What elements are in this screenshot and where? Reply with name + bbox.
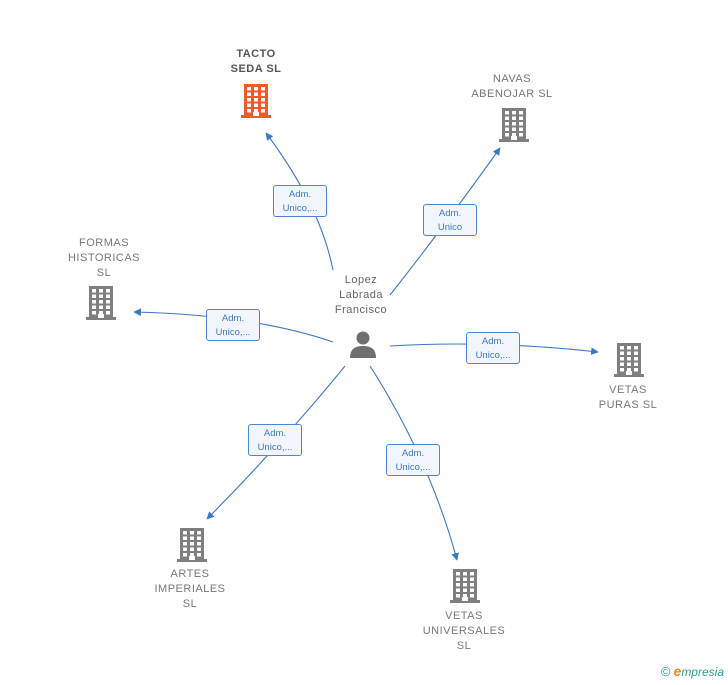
person-icon[interactable] — [348, 329, 378, 359]
company-label[interactable]: VETAS UNIVERSALES SL — [422, 610, 506, 652]
building-icon[interactable] — [239, 83, 273, 119]
edge-label-formas[interactable]: Adm. Unico,... — [206, 309, 260, 341]
copyright-icon: © — [660, 664, 671, 679]
building-icon[interactable] — [612, 342, 646, 378]
company-label[interactable]: VETAS PURAS SL — [598, 384, 658, 411]
edge-label-vetas-universales[interactable]: Adm. Unico,... — [386, 444, 440, 476]
company-label[interactable]: TACTO SEDA SL — [230, 48, 282, 75]
company-label[interactable]: FORMAS HISTORICAS SL — [67, 237, 141, 279]
company-label[interactable]: NAVAS ABENOJAR SL — [471, 73, 553, 100]
edge-label-tacto[interactable]: Adm. Unico,... — [273, 185, 327, 217]
edge-label-navas[interactable]: Adm. Unico — [423, 204, 477, 236]
building-icon[interactable] — [448, 568, 482, 604]
person-label[interactable]: Lopez Labrada Francisco — [334, 274, 388, 316]
brand-text: mpresia — [681, 665, 724, 679]
building-icon[interactable] — [175, 527, 209, 563]
brand-e: e — [673, 663, 682, 679]
building-icon[interactable] — [497, 107, 531, 143]
brand-logo[interactable]: ©empresia — [661, 663, 724, 679]
edge-label-vetas-puras[interactable]: Adm. Unico,... — [466, 332, 520, 364]
building-icon[interactable] — [84, 285, 118, 321]
company-label[interactable]: ARTES IMPERIALES SL — [154, 568, 226, 610]
edge-label-artes[interactable]: Adm. Unico,... — [248, 424, 302, 456]
